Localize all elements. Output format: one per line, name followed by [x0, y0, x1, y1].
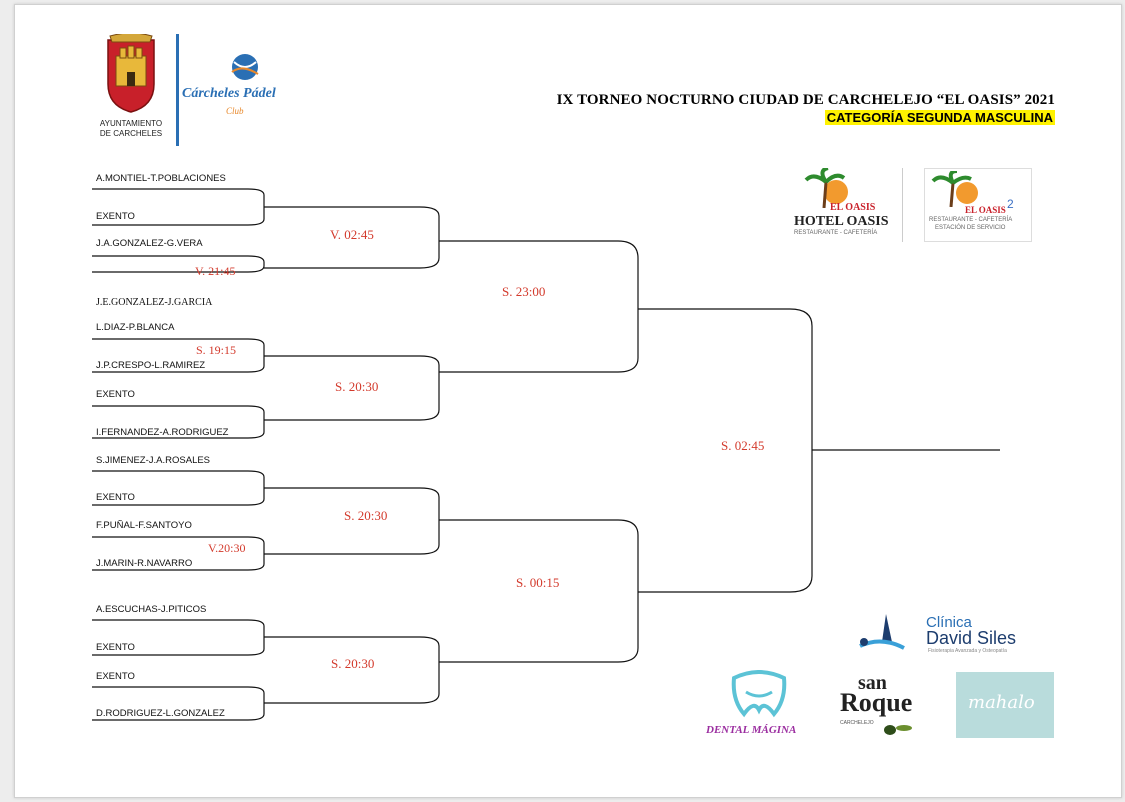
station-sub2: ESTACIÓN DE SERVICIO [935, 225, 1006, 231]
hotel-brand: EL OASIS [830, 202, 876, 213]
bracket-sheet [14, 4, 1122, 798]
r2-bracket-2 [264, 355, 440, 421]
match-time-r1-3: S. 19:15 [196, 343, 237, 354]
match-time-semi-2: S. 00:15 [516, 575, 560, 590]
match-time-r2-1: V. 02:45 [330, 227, 374, 242]
sanroque-line1: san [858, 672, 887, 694]
player-slot-5: L.DIAZ-P.BLANCA [96, 322, 175, 333]
category-label: CATEGORÍA SEGUNDA MASCULINA [824, 110, 1055, 125]
player-slot-9: S.JIMENEZ-J.A.ROSALES [96, 455, 211, 466]
logo-divider [176, 34, 179, 146]
station-2: 2 [1007, 197, 1014, 211]
club-sub: Club [226, 106, 244, 116]
player-slot-16: D.RODRIGUEZ-L.GONZALEZ [96, 708, 225, 719]
player-slot-6: J.P.CRESPO-L.RAMIREZ [96, 360, 206, 371]
r2-bracket-3 [264, 487, 440, 555]
match-time-r2-4: S. 20:30 [331, 656, 375, 671]
olive-icon [884, 725, 912, 735]
mahalo-name: mahalo [968, 692, 1035, 713]
palm-station-icon [931, 171, 978, 207]
mahalo-logo: mahalo [956, 672, 1054, 738]
station-brand: EL OASIS [965, 205, 1006, 215]
sanroque-line2: Roque [840, 688, 913, 717]
dental-name: DENTAL MÁGINA [706, 724, 797, 736]
final-bracket [638, 308, 813, 593]
clinic-sub: Fisioterapia Avanzada y Osteopatía [928, 648, 1007, 654]
club-logo: Cárcheles Pádel Club [182, 50, 290, 130]
palm-icon [804, 168, 848, 208]
player-slot-7: EXENTO [96, 389, 135, 400]
ayuntamiento-logo: AYUNTAMIENTO DE CARCHELES [88, 34, 174, 146]
r1-bracket-2 [92, 255, 265, 273]
semi-bracket-2 [439, 519, 639, 663]
hotel-name: HOTEL OASIS [794, 214, 889, 229]
dental-magina-logo: DENTAL MÁGINA [704, 668, 812, 744]
oasis-station-logo: EL OASIS 2 RESTAURANTE - CAFETERÍA ESTAC… [924, 168, 1032, 242]
player-slot-10: EXENTO [96, 492, 135, 503]
r1-bracket-4 [92, 405, 265, 439]
match-time-final: S. 02:45 [721, 438, 765, 453]
match-time-semi-1: S. 23:00 [502, 284, 546, 299]
player-slot-3: J.A.GONZALEZ-G.VERA [96, 238, 203, 249]
r2-bracket-1 [264, 206, 440, 269]
crest-icon [107, 34, 155, 113]
station-sub1: RESTAURANTE - CAFETERÍA [929, 217, 1013, 223]
semi-bracket-1 [439, 240, 639, 373]
player-slot-15: EXENTO [96, 671, 135, 682]
r2-bracket-4 [264, 636, 440, 704]
ayuntamiento-name-line2: DE CARCHELES [99, 129, 163, 138]
san-roque-logo: san Roque CARCHELEJO [836, 670, 940, 742]
match-time-r1-6: V.20:30 [208, 541, 246, 555]
clinica-logo: Clínica David Siles Fisioterapia Avanzad… [848, 610, 1052, 656]
sanroque-sub: CARCHELEJO [840, 720, 874, 726]
ayuntamiento-name-line1: AYUNTAMIENTO [99, 119, 163, 128]
match-time-r2-2: S. 20:30 [335, 379, 379, 394]
match-time-r1-2: V. 21:45 [195, 264, 236, 278]
clinic-line1: Clínica [926, 614, 972, 631]
player-slot-11: F.PUÑAL-F.SANTOYO [96, 520, 192, 531]
club-name: Cárcheles Pádel [182, 86, 276, 101]
padel-ball-icon [231, 54, 259, 80]
player-slot-8: I.FERNANDEZ-A.RODRIGUEZ [96, 427, 229, 438]
tournament-title: IX TORNEO NOCTURNO CIUDAD DE CARCHELEJO … [556, 92, 1055, 108]
clinic-line2: David Siles [926, 628, 1017, 648]
clinic-figure-icon [859, 614, 905, 650]
match-time-r2-3: S. 20:30 [344, 508, 388, 523]
player-slot-1: A.MONTIEL-T.POBLACIONES [96, 173, 226, 184]
player-slot-12: J.MARIN-R.NAVARRO [96, 558, 193, 569]
player-slot-4: J.E.GONZALEZ-J.GARCIA [96, 297, 213, 308]
hotel-oasis-logo: EL OASIS HOTEL OASIS RESTAURANTE - CAFET… [790, 168, 903, 242]
player-slot-14: EXENTO [96, 642, 135, 653]
hotel-sub: RESTAURANTE - CAFETERÍA [794, 230, 878, 236]
player-slot-13: A.ESCUCHAS-J.PITICOS [96, 604, 207, 615]
tooth-icon [731, 670, 787, 718]
player-slot-2: EXENTO [96, 211, 135, 222]
